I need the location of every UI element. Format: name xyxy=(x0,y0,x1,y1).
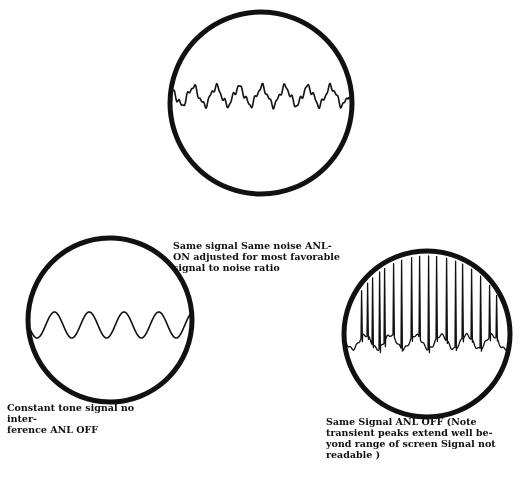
scope-screen-top xyxy=(170,12,352,194)
caption-bottom-left: Constant tone signal no inter- ference A… xyxy=(7,403,157,436)
scope-screen-bottom-left xyxy=(28,238,192,402)
scope-bottom-right xyxy=(344,251,510,417)
scope-top xyxy=(170,12,352,194)
caption-bottom-right: Same Signal ANL OFF (Note transient peak… xyxy=(326,417,531,461)
caption-top: Same signal Same noise ANL- ON adjusted … xyxy=(173,241,363,274)
waveform-noisy xyxy=(174,83,349,109)
scope-bottom-left xyxy=(28,238,192,402)
waveform-clean-sine xyxy=(30,312,191,338)
